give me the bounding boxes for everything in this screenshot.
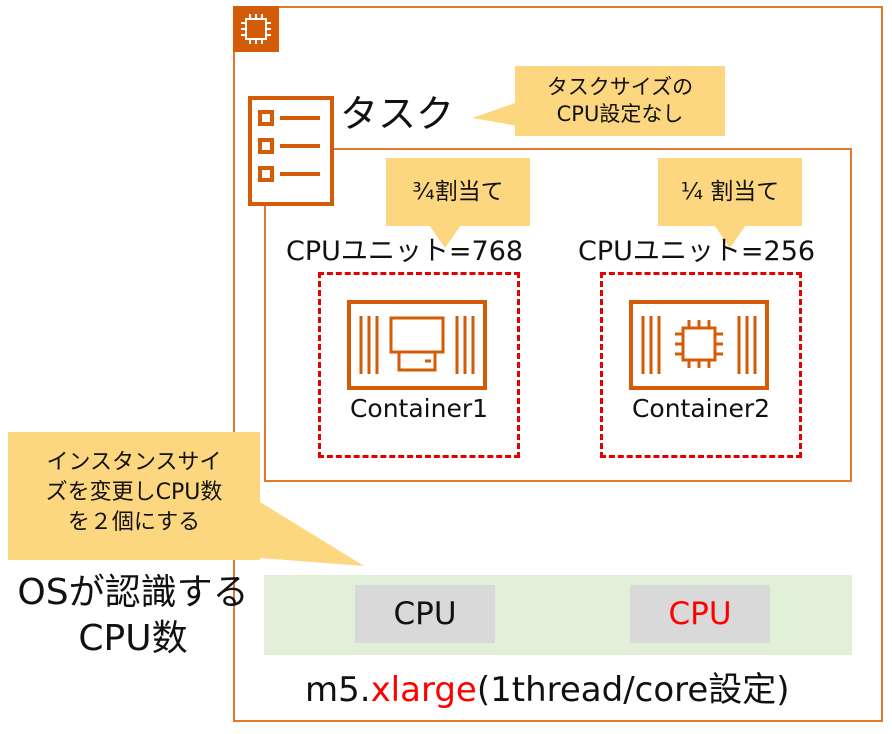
container2-allocation-callout: ¼ 割当て xyxy=(658,158,802,226)
container-computer-icon xyxy=(347,300,487,390)
instance-type-suffix: (1thread/core設定) xyxy=(476,670,790,710)
instance-type-prefix: m5. xyxy=(305,670,371,710)
task-callout-line-1: タスクサイズの xyxy=(546,75,694,99)
instance-callout-line-1: インスタンスサイ xyxy=(46,450,222,475)
task-callout-tail xyxy=(472,102,518,126)
task-cpu-callout: タスクサイズの CPU設定なし xyxy=(515,66,725,136)
instance-callout-line-3: を２個にする xyxy=(67,510,201,535)
instance-resize-callout: インスタンスサイ ズを変更しCPU数 を２個にする xyxy=(8,432,260,560)
container-chip-icon xyxy=(629,300,769,390)
container1-callout-tail xyxy=(427,222,463,248)
instance-type-label: m5.xlarge(1thread/core設定) xyxy=(305,670,790,710)
cpu-block-1: CPU xyxy=(355,585,495,643)
instance-callout-line-2: ズを変更しCPU数 xyxy=(45,480,223,505)
instance-callout-tail xyxy=(260,502,364,566)
container1-cpu-units: CPUユニット=768 xyxy=(286,236,524,267)
ec2-instance-chip-icon xyxy=(233,6,279,52)
cpu-block-2: CPU xyxy=(630,585,770,643)
instance-type-size: xlarge xyxy=(370,670,477,710)
container2-name: Container2 xyxy=(631,394,771,423)
task-frame xyxy=(264,148,852,482)
os-label-line-1: OSが認識する xyxy=(17,572,249,613)
container2-cpu-units: CPUユニット=256 xyxy=(578,236,816,267)
container1-allocation-callout: ¾割当て xyxy=(386,158,530,226)
task-callout-line-2: CPU設定なし xyxy=(556,102,684,126)
task-label: タスク xyxy=(340,92,455,136)
container2-callout-tail xyxy=(712,222,748,248)
container1-dashed-box xyxy=(318,272,520,458)
os-label-line-2: CPU数 xyxy=(78,618,188,659)
task-list-icon xyxy=(248,96,334,208)
container1-name: Container1 xyxy=(349,394,489,423)
os-cpu-count-label: OSが認識する CPU数 xyxy=(8,570,258,662)
container2-dashed-box xyxy=(600,272,802,458)
instance-frame xyxy=(233,6,883,722)
